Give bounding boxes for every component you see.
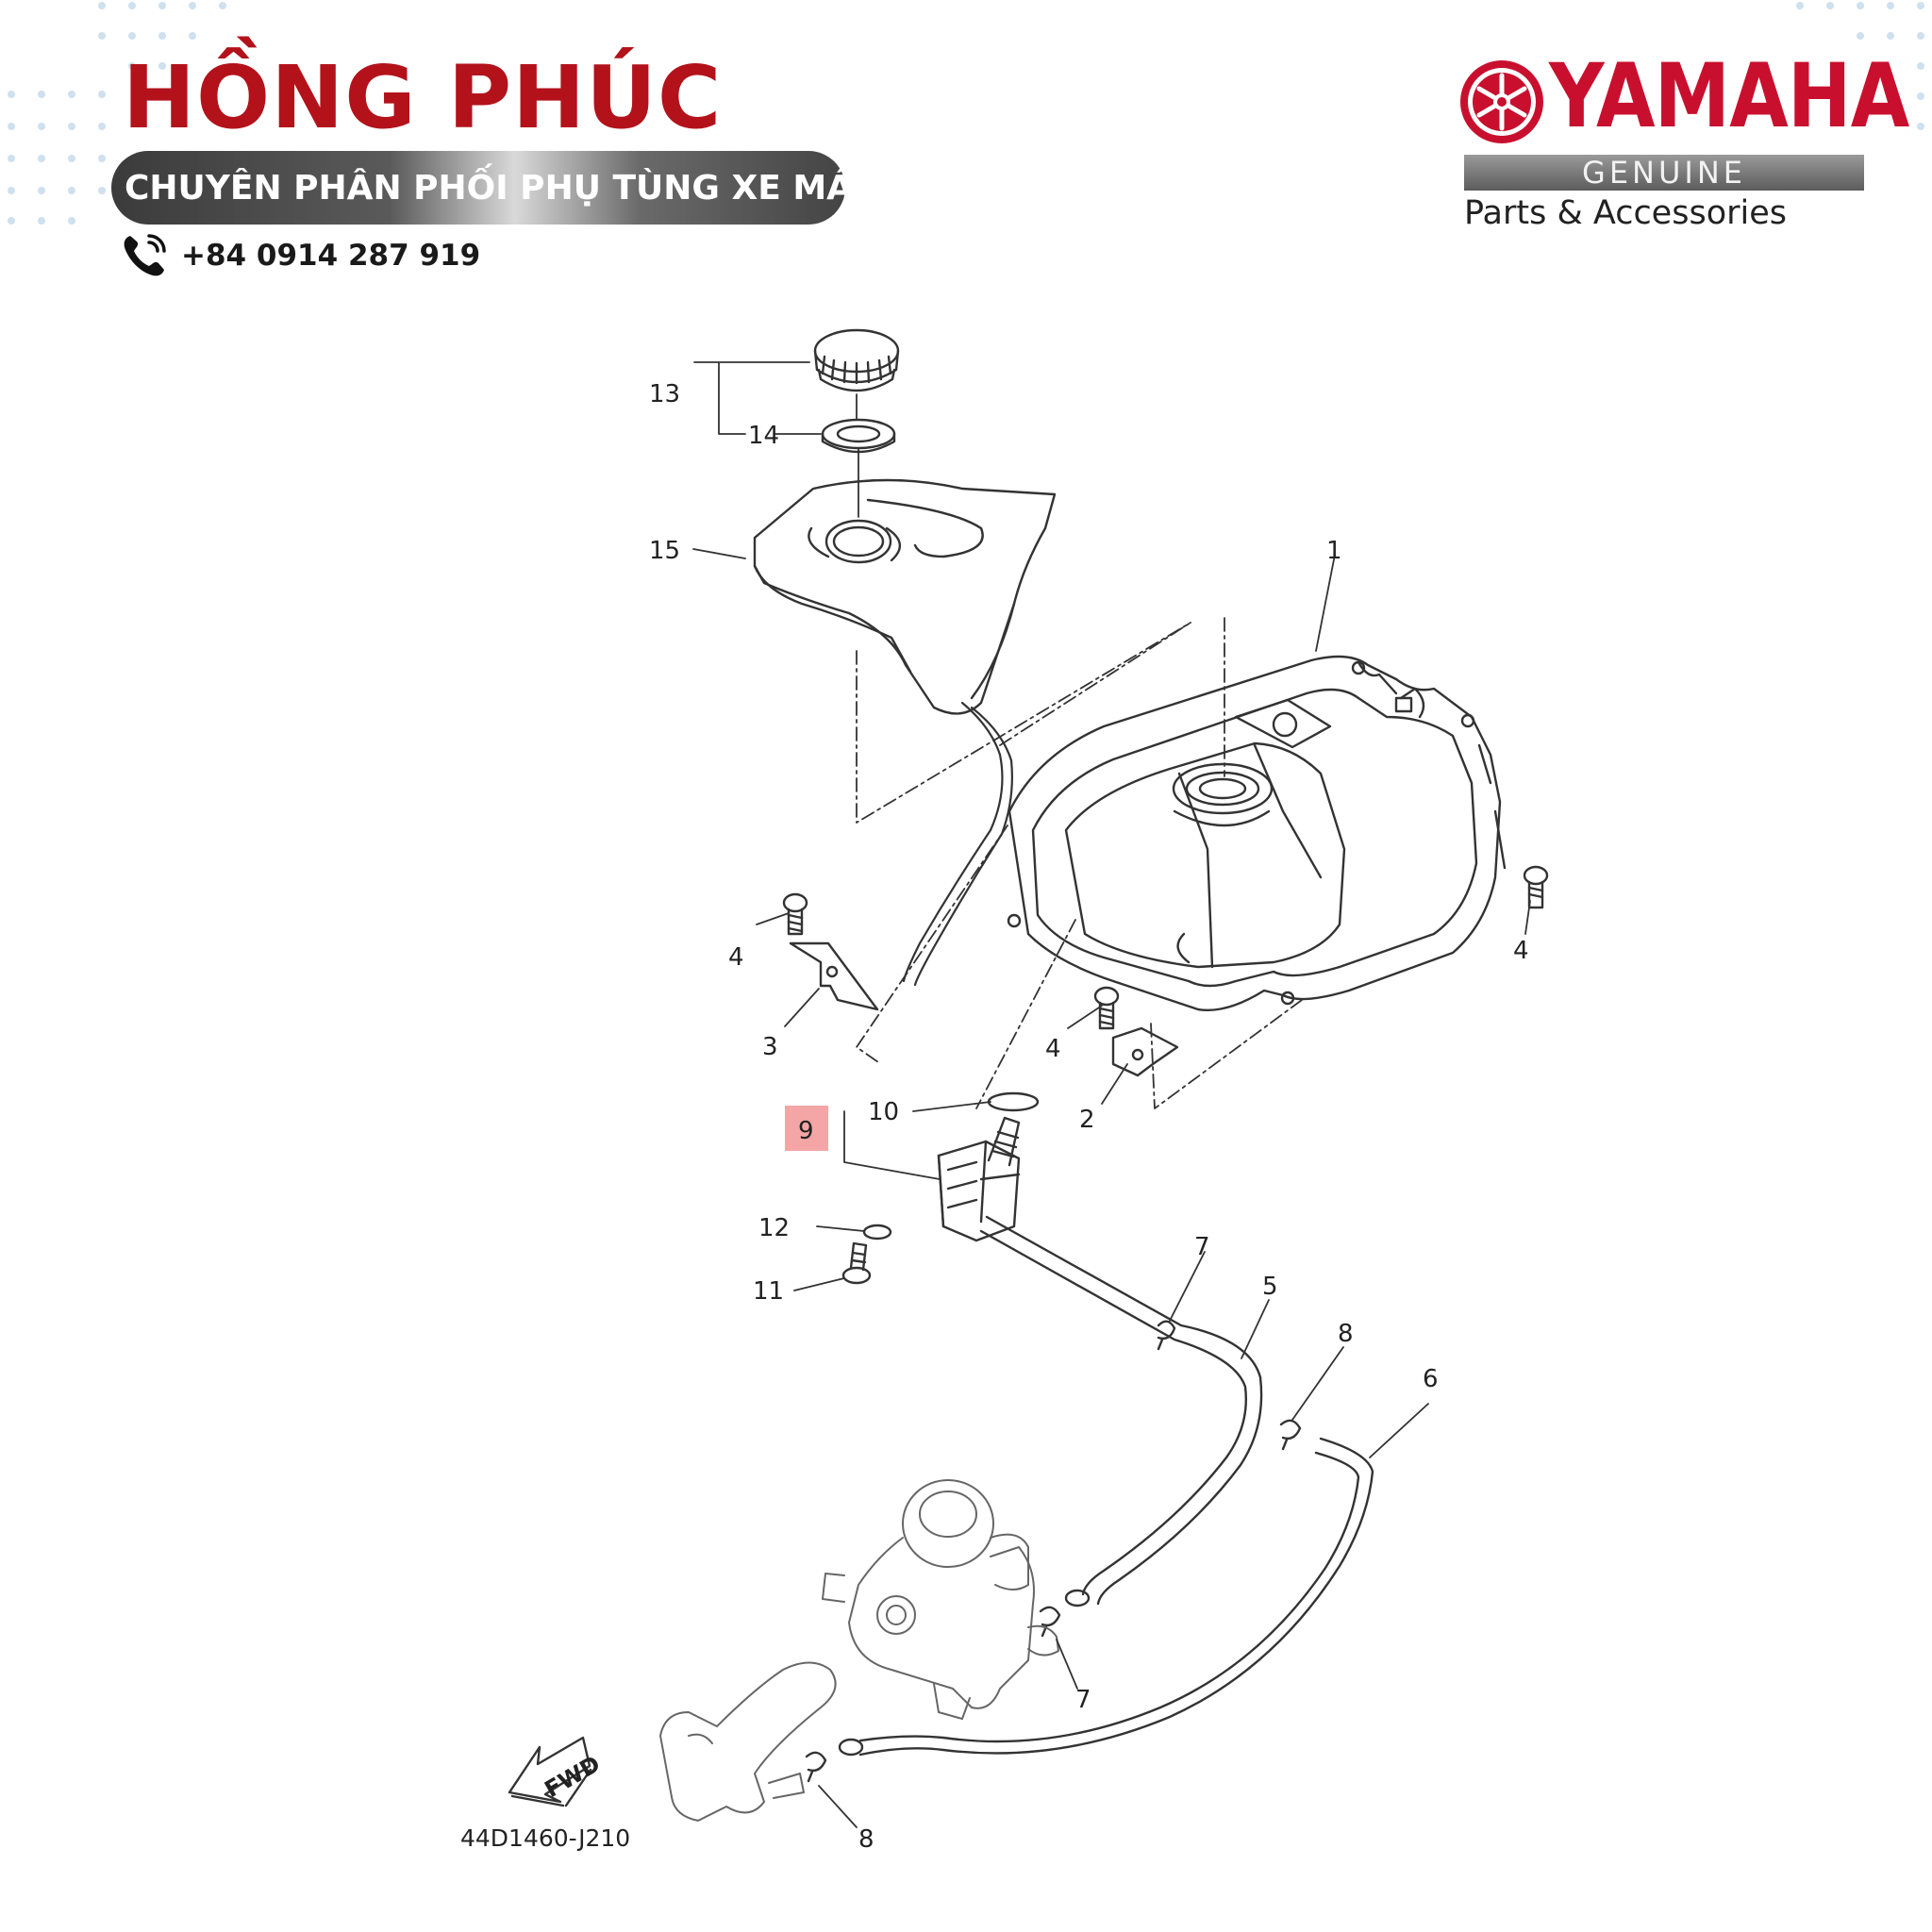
diagram-code: 44D1460-J210 [460,1824,630,1852]
callout-13[interactable]: 13 [649,380,680,408]
hose-clip-part-8a[interactable] [1279,1419,1302,1451]
brand-title: HỒNG PHÚC [123,47,723,148]
callout-4-right[interactable]: 4 [1513,937,1529,965]
bolt-part-left[interactable] [782,892,808,936]
fuel-tank-part[interactable] [1007,655,1507,1011]
callout-9[interactable]: 9 [798,1117,814,1145]
callout-4-mid[interactable]: 4 [1045,1035,1061,1063]
fuel-hose-part-5[interactable] [979,1215,1263,1607]
callout-5[interactable]: 5 [1262,1273,1278,1301]
decorative-dots-left [8,2,226,225]
callout-4-left[interactable]: 4 [728,943,744,972]
callout-12[interactable]: 12 [758,1214,790,1242]
cap-seal-part[interactable] [821,418,896,454]
intake-elbow-part[interactable] [659,1661,837,1822]
fuel-hose-part-6[interactable] [838,1437,1374,1757]
bracket-part-3[interactable] [789,941,879,1011]
phone-icon [124,234,166,276]
genuine-bar [1464,155,1864,191]
yamaha-wordmark: YAMAHA [1549,45,1909,148]
bracket-part-2[interactable] [1111,1026,1179,1077]
decorative-dots-right [1796,2,1924,130]
hose-clip-part-7a[interactable] [1157,1320,1176,1351]
tank-cover-part[interactable] [753,478,1057,715]
callout-3[interactable]: 3 [762,1033,778,1061]
callout-7-top[interactable]: 7 [1194,1233,1210,1261]
phone-number[interactable]: +84 0914 287 919 [181,239,481,273]
fuel-cock-part[interactable] [937,1116,1021,1242]
yamaha-tuning-fork-emblem [1460,60,1543,143]
tagline-banner [111,151,845,225]
washer-part-12[interactable] [862,1224,892,1241]
screw-part-11[interactable] [841,1241,872,1285]
callout-15[interactable]: 15 [649,537,680,565]
parts-accessories-text: Parts & Accessories [1464,194,1787,232]
callout-8-top[interactable]: 8 [1338,1320,1354,1348]
callout-8-bottom[interactable]: 8 [858,1825,874,1854]
callout-7-bottom[interactable]: 7 [1075,1686,1091,1714]
hose-clip-part-7b[interactable] [1039,1606,1061,1638]
highlight-box-part-9 [785,1106,828,1151]
callout-14[interactable]: 14 [748,422,779,450]
bolt-part-right[interactable] [1523,865,1549,909]
genuine-text: GENUINE [1582,155,1746,191]
forward-arrow-icon [508,1736,592,1807]
callout-2[interactable]: 2 [1079,1106,1095,1134]
gasket-part-10[interactable] [987,1091,1040,1112]
tagline-text: CHUYÊN PHÂN PHỐI PHỤ TÙNG XE MÁY [125,169,874,208]
callout-11[interactable]: 11 [753,1277,784,1306]
callout-1[interactable]: 1 [1326,537,1342,565]
bolt-part-mid[interactable] [1093,986,1120,1030]
fuel-cap-part[interactable] [813,328,900,392]
callout-6[interactable]: 6 [1423,1365,1439,1393]
carburetor-part[interactable] [822,1479,1059,1720]
hose-clip-part-8b[interactable] [805,1751,827,1783]
callout-10[interactable]: 10 [868,1098,899,1126]
